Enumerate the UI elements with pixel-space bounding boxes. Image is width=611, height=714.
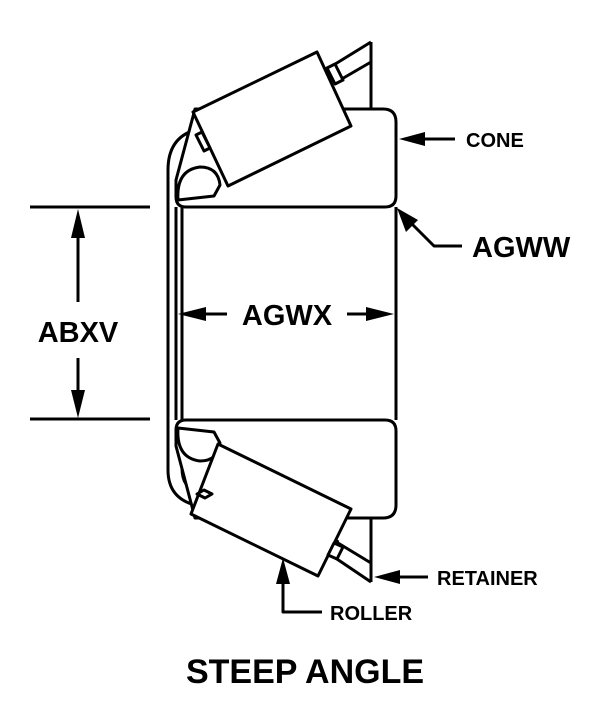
diagram-title: STEEP ANGLE [186,653,424,691]
label-roller: ROLLER [330,603,413,625]
roller-top [191,50,353,188]
label-cone: CONE [466,130,524,152]
retainer-arrow-icon [374,570,400,584]
label-agww: AGWW [472,232,571,264]
roller-bottom [189,442,353,578]
label-abxv: ABXV [38,317,119,349]
arrow-left-icon [178,307,206,321]
arrow-right-icon [366,307,394,321]
cone-arrow-icon [399,132,425,146]
roller-arrow-icon [276,558,290,584]
arrow-down-icon [71,390,85,418]
roller-leader [281,580,322,614]
label-retainer: RETAINER [437,568,538,590]
label-agwx: AGWX [242,300,333,332]
agww-leader [408,220,462,248]
agww-arrow-icon [397,208,418,232]
cup-outline [166,128,196,507]
rib-top [176,165,222,202]
arrow-up-icon [71,209,85,238]
